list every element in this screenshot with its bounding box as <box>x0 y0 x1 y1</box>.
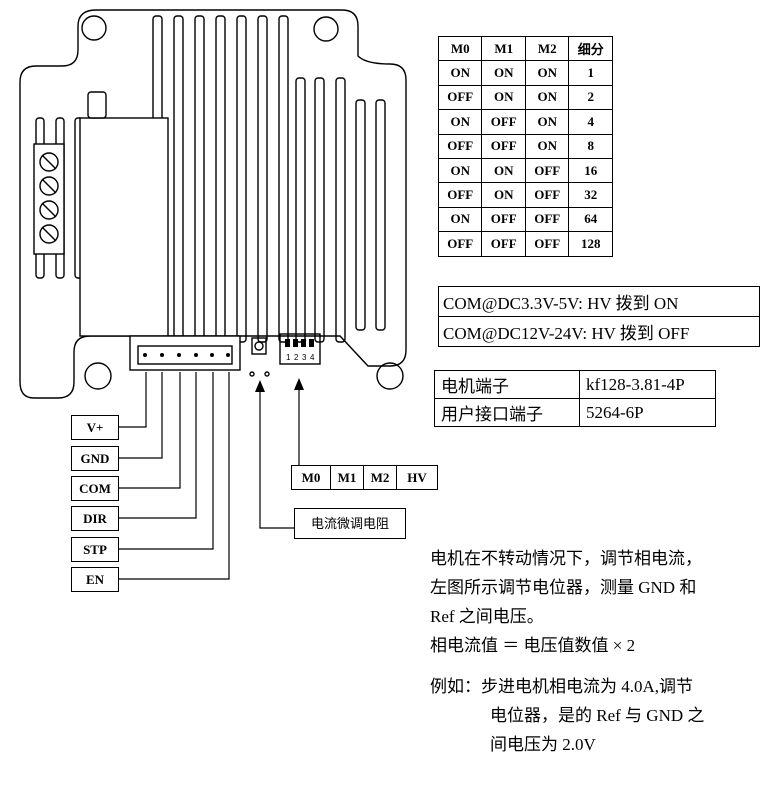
note-line: Ref 之间电压。 <box>430 607 544 626</box>
cell: ON <box>524 60 570 86</box>
cell: ON <box>437 157 483 184</box>
current-adjust-note: 电机在不转动情况下，调节相电流， 左图所示调节电位器，测量 GND 和 Ref … <box>430 544 770 759</box>
mount-hole <box>313 16 339 42</box>
mount-hole <box>376 362 404 390</box>
table-header-row: M0 M1 M2 细分 <box>437 35 613 62</box>
cell: 1 <box>568 60 613 86</box>
terminal-name: 电机端子 <box>434 370 580 399</box>
driver-module <box>79 117 169 337</box>
cell: OFF <box>437 133 483 159</box>
user-connector <box>129 335 241 371</box>
cell: OFF <box>437 231 483 257</box>
header-cell: M2 <box>524 35 570 62</box>
cell: OFF <box>481 109 526 135</box>
cell: ON <box>524 133 570 159</box>
cell: OFF <box>524 182 570 208</box>
table-row: COM@DC3.3V-5V: HV 拨到 ON <box>438 286 760 317</box>
com-voltage-table: COM@DC3.3V-5V: HV 拨到 ON COM@DC12V-24V: H… <box>438 286 760 347</box>
cell: OFF <box>481 206 526 233</box>
dip-number: 1 <box>286 353 291 362</box>
pin-label-com: COM <box>71 476 119 501</box>
motor-terminal-block <box>33 143 65 255</box>
arrow-head <box>255 380 265 392</box>
header-cell: M1 <box>481 35 526 62</box>
cell: OFF <box>481 231 526 257</box>
housing-outline <box>19 9 407 399</box>
header-cell: M0 <box>437 35 483 62</box>
cell: ON <box>481 157 526 184</box>
note-line: 相电流值 ＝ 电压值数值 × 2 <box>430 636 636 655</box>
cell: OFF <box>481 133 526 159</box>
pin-label-gnd: GND <box>71 446 119 471</box>
switch-label-m2: M2 <box>364 465 397 490</box>
note-line: 电机在不转动情况下，调节相电流， <box>430 549 702 568</box>
dip-number: 4 <box>310 353 315 362</box>
example-line: 例如：步进电机相电流为 4.0A,调节 <box>430 672 770 701</box>
cell: 128 <box>568 231 613 257</box>
cell: ON <box>481 182 526 208</box>
com-setting-text: COM@DC3.3V-5V: HV 拨到 ON <box>438 286 760 317</box>
terminal-model: 5264-6P <box>579 398 716 427</box>
header-cell: 细分 <box>568 35 613 62</box>
dip-number: 3 <box>302 353 307 362</box>
cell: 4 <box>568 109 613 135</box>
cell: OFF <box>524 206 570 233</box>
cell: 8 <box>568 133 613 159</box>
cell: ON <box>437 109 483 135</box>
pin-label-en: EN <box>71 567 119 592</box>
cell: ON <box>524 84 570 111</box>
cell: OFF <box>437 84 483 111</box>
pin-label-vplus: V+ <box>71 415 119 440</box>
arrow-head <box>294 378 304 390</box>
cell: ON <box>524 109 570 135</box>
terminal-model: kf128-3.81-4P <box>579 370 716 399</box>
cell: 32 <box>568 182 613 208</box>
com-setting-text: COM@DC12V-24V: HV 拨到 OFF <box>438 316 760 347</box>
current-trim-resistor-label: 电流微调电阻 <box>294 508 406 539</box>
leader-lines <box>118 372 300 580</box>
cell: 16 <box>568 157 613 184</box>
potentiometer <box>251 337 267 355</box>
dip-switch-labels: M0 M1 M2 HV <box>291 465 438 490</box>
example-line: 间电压为 2.0V <box>490 735 596 754</box>
dip-number: 2 <box>294 353 299 362</box>
pin-label-dir: DIR <box>71 506 119 531</box>
cell: 2 <box>568 84 613 111</box>
example-text: 步进电机相电流为 4.0A,调节 <box>481 677 694 696</box>
note-line: 左图所示调节电位器，测量 GND 和 <box>430 578 697 597</box>
cell: ON <box>437 206 483 233</box>
mount-hole <box>81 15 107 41</box>
dip-switch <box>279 333 321 365</box>
switch-label-m0: M0 <box>291 465 331 490</box>
pin-label-stp: STP <box>71 537 119 562</box>
cell: OFF <box>524 157 570 184</box>
terminal-name: 用户接口端子 <box>434 398 580 427</box>
switch-label-hv: HV <box>397 465 438 490</box>
example-line: 电位器，是的 Ref 与 GND 之 <box>490 706 705 725</box>
cell: ON <box>437 60 483 86</box>
cell: ON <box>481 84 526 111</box>
cell: 64 <box>568 206 613 233</box>
cell: OFF <box>524 231 570 257</box>
cell: OFF <box>437 182 483 208</box>
cell: ON <box>481 60 526 86</box>
table-row: COM@DC12V-24V: HV 拨到 OFF <box>438 316 760 347</box>
mount-hole <box>84 362 112 390</box>
example-prefix: 例如： <box>430 677 481 696</box>
switch-label-m1: M1 <box>331 465 364 490</box>
